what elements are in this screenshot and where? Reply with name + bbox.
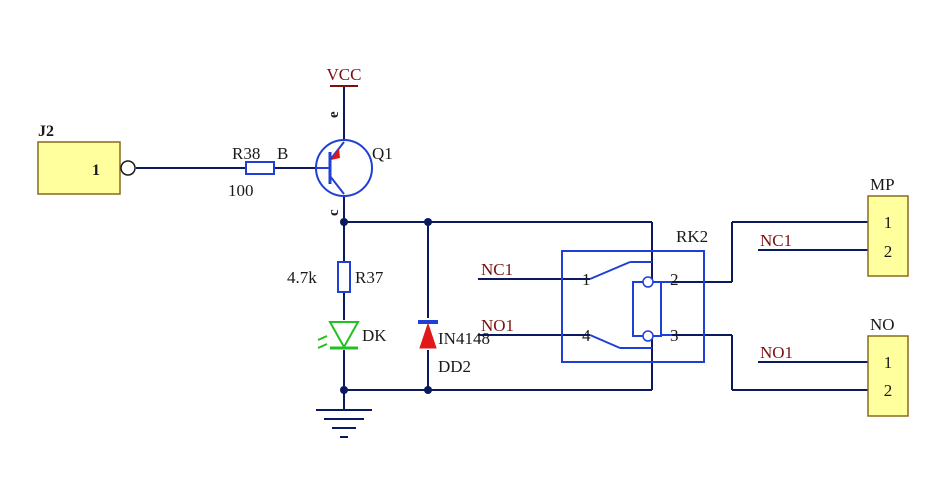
relay-rk2-pin4: 4 (582, 326, 591, 345)
diode-dd2-triangle (419, 322, 437, 349)
resistor-r38-designator: R38 (232, 144, 260, 163)
net-labels: NC1 NO1 NC1 NO1 (481, 231, 793, 362)
relay-rk2-pivot-bottom (642, 330, 654, 342)
vcc-label: VCC (327, 65, 362, 84)
resistor-r38[interactable]: R38 100 (228, 144, 275, 200)
power-vcc[interactable]: VCC (327, 65, 362, 87)
junction-dot (424, 386, 432, 394)
relay-rk2-coil (632, 281, 662, 337)
junctions (340, 218, 432, 394)
led-dk-ray-1 (317, 335, 328, 341)
connector-no-designator: NO (870, 315, 895, 334)
connector-no-pin1: 1 (884, 353, 893, 372)
connector-mp-designator: MP (870, 175, 895, 194)
led-dk[interactable]: DK (317, 321, 387, 350)
connector-j2-pin-circle (120, 160, 136, 176)
net-label-no1-right: NO1 (760, 343, 793, 362)
base-pin-label: B (277, 144, 288, 163)
resistor-r37-designator: R37 (355, 268, 384, 287)
net-label-nc1-right: NC1 (760, 231, 792, 250)
led-dk-ray-2 (317, 343, 328, 349)
led-dk-designator: DK (362, 326, 387, 345)
connector-mp[interactable]: MP 1 2 (867, 175, 909, 277)
connector-j2-pin-label: 1 (92, 162, 100, 179)
connector-no-pin2: 2 (884, 381, 893, 400)
connector-mp-pin2: 2 (884, 242, 893, 261)
wires (136, 86, 868, 410)
relay-rk2-pin3: 3 (670, 326, 679, 345)
connector-j2-designator: J2 (38, 123, 54, 140)
transistor-q1-collector-label: c (326, 209, 342, 216)
transistor-q1-designator: Q1 (372, 144, 393, 163)
relay-rk2-pin2: 2 (670, 270, 679, 289)
resistor-r38-body (245, 161, 275, 175)
connector-mp-body (867, 195, 909, 277)
junction-dot (340, 218, 348, 226)
net-label-nc1-left: NC1 (481, 260, 513, 279)
transistor-q1-collector (329, 175, 345, 195)
ground-symbol (316, 409, 372, 438)
relay-rk2-designator: RK2 (676, 227, 708, 246)
connector-j2[interactable]: J2 1 (37, 123, 136, 195)
resistor-r37-body (337, 261, 351, 293)
resistor-r37[interactable]: 4.7k R37 (287, 261, 384, 293)
connector-j2-body (37, 141, 121, 195)
relay-rk2-pin1: 1 (582, 270, 591, 289)
relay-rk2[interactable]: RK2 1 4 2 3 (561, 227, 708, 363)
led-dk-triangle (328, 321, 360, 350)
connector-no[interactable]: NO 1 2 (867, 315, 909, 417)
relay-rk2-outline (561, 250, 705, 363)
transistor-q1-emitter-label: e (326, 111, 342, 118)
diode-dd2-value: IN4148 (438, 329, 490, 348)
connector-no-body (867, 335, 909, 417)
transistor-q1-arrow (331, 148, 340, 160)
diode-dd2-designator: DD2 (438, 357, 471, 376)
junction-dot (424, 218, 432, 226)
relay-rk2-nc-contact (589, 261, 631, 280)
net-label-no1-left: NO1 (481, 316, 514, 335)
resistor-r37-value: 4.7k (287, 268, 317, 287)
transistor-q1[interactable]: Q1 e c (315, 111, 393, 216)
diode-dd2[interactable]: IN4148 DD2 (418, 320, 490, 376)
relay-rk2-pivot-top (642, 276, 654, 288)
relay-rk2-no-contact (589, 334, 621, 349)
junction-dot (340, 386, 348, 394)
resistor-r38-value: 100 (228, 181, 254, 200)
connector-mp-pin1: 1 (884, 213, 893, 232)
